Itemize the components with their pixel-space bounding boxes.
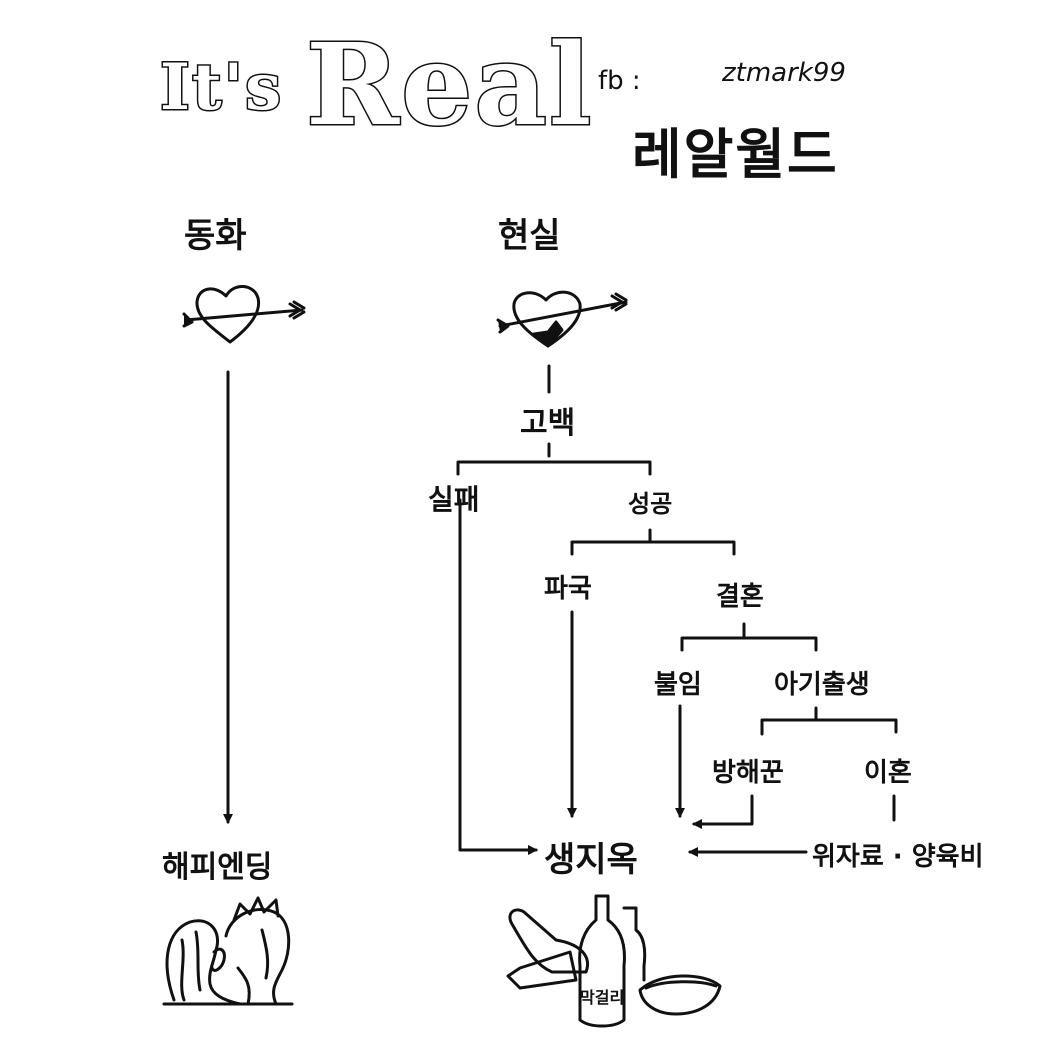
drinks-illustration [506,894,722,1028]
broken-heart-arrow-icon-reality [496,290,628,348]
fb-label: fb : [598,66,641,96]
kissing-couple-illustration [162,896,294,1006]
node-marriage: 결혼 [716,582,764,612]
column-heading-reality: 현실 [498,216,561,256]
node-obstacle: 방해꾼 [712,758,784,788]
column-heading-fairytale: 동화 [184,216,247,256]
node-fail: 실패 [428,483,480,516]
node-breakup: 파국 [544,574,592,604]
heart-arrow-icon-fairytale [182,285,306,344]
bottle-label: 막걸리 [580,988,625,1007]
node-divorce: 이혼 [864,758,912,788]
node-infertility: 불임 [654,670,702,700]
node-baby-birth: 아기출생 [774,670,870,700]
node-success: 성공 [628,490,673,518]
node-living-hell: 생지옥 [544,840,638,880]
node-alimony: 위자료 · 양육비 [812,842,984,872]
node-confession: 고백 [520,406,576,441]
fb-handle: ztmark99 [722,58,846,88]
title-prefix: It's [158,49,284,127]
node-happy-ending: 해피엔딩 [162,850,273,885]
title-main: Real [304,19,594,153]
subtitle: 레알월드 [632,123,839,186]
